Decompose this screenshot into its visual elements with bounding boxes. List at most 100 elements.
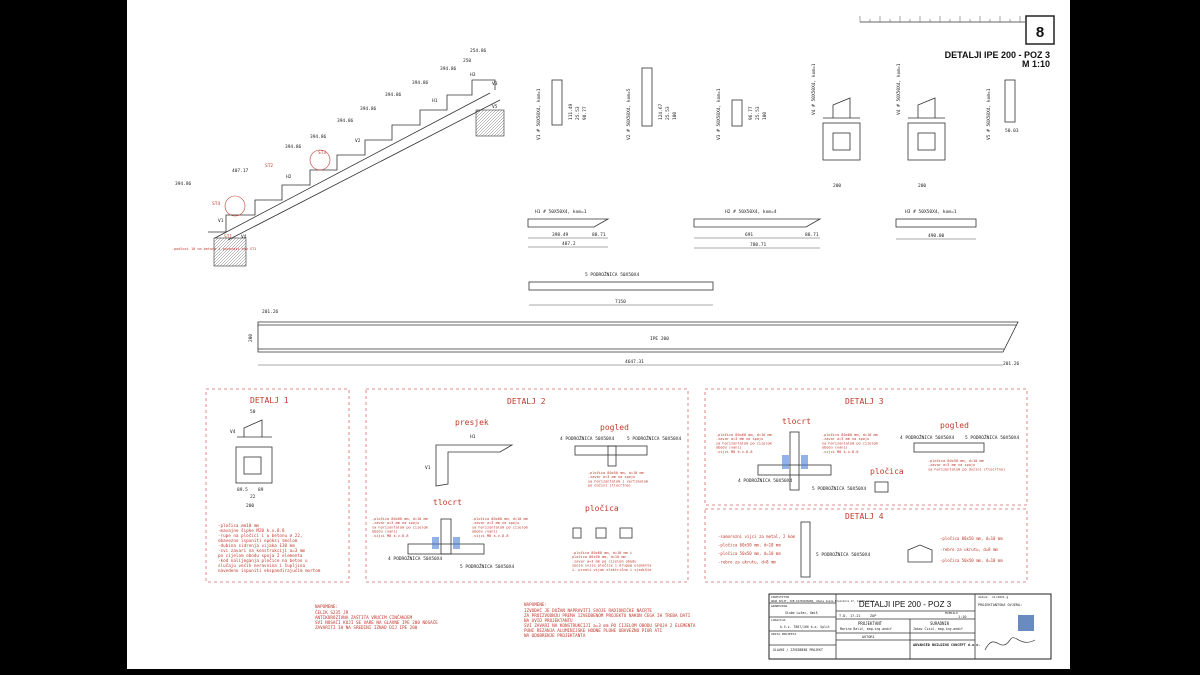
drawing-label: INVESTITOR xyxy=(771,595,789,599)
drawing-label: DETALJ 3 xyxy=(845,397,884,406)
detail-3: DETALJ 3 tlocrt 4 PODROŽNICA 50X50X4 5 P… xyxy=(704,388,1028,506)
drawing-label: VRSTA PROJEKTA xyxy=(771,632,796,636)
note-line: -dubina sidrenja vijaka 130 mm xyxy=(218,543,295,549)
drawing-label: 5 PODROŽNICA 50X50X4 xyxy=(585,270,639,278)
drawing-label: DETALJ 2 xyxy=(507,397,546,406)
drawing-label: ADVANCED BUILDING CONCEPT d.o.o. xyxy=(913,643,980,647)
drawing-label: 487.2 xyxy=(562,241,576,247)
drawing-label: 201.26 xyxy=(1003,361,1020,367)
note-line: i. prvoti vijak električno i sjedište xyxy=(572,568,651,572)
drawing-label: 5 PODROŽNICA 50X50X4 xyxy=(627,434,681,442)
drawing-label: H3 xyxy=(470,72,476,78)
drawing-label: 200 xyxy=(248,334,254,342)
sheet-title: DETALJI IPE 200 - POZ 3 xyxy=(945,50,1050,60)
note-line: slučaju većih neravnina i šupljina xyxy=(218,562,305,569)
drawing-label: 25.53 xyxy=(665,106,671,120)
signature xyxy=(984,637,1036,651)
drawing-label: 407.17 xyxy=(232,168,249,174)
drawing-label: V2 xyxy=(355,138,361,144)
drawing-label: ST1 xyxy=(224,234,232,240)
drawing-label: SURADNIK xyxy=(930,621,950,626)
drawing-label: H2 xyxy=(286,174,292,180)
drawing-label: T.D. xyxy=(839,614,847,618)
drawing-label: tlocrt xyxy=(782,417,811,426)
drawing-label: GRAD SPLIT, OIB 16760206686, Obala kneza… xyxy=(771,599,875,603)
drawing-label: 98.77 xyxy=(582,106,588,120)
note-line: -pločica ⌀m10 mm xyxy=(218,522,259,529)
drawing-label: 780.71 xyxy=(750,242,767,248)
drawing-label: V3 # 50X50X4, kom=1 xyxy=(716,88,722,140)
drawing-label: datum: xyxy=(978,595,989,599)
detail-4: DETALJ 4 5 PODROŽNICA 50X50X4 -samorezni… xyxy=(704,508,1028,583)
drawing-label: V4 # 50X50X4, kom=1 xyxy=(811,63,817,115)
note-line: -pločica 80x60 mm, d=10 mm xyxy=(372,517,428,521)
drawing-label: V4 # 50X50X4, kom=1 xyxy=(896,63,902,115)
drawing-label: V1 xyxy=(425,465,431,471)
note-line: sa horizontalom po cijelom xyxy=(716,441,772,445)
drawing-label: 100 xyxy=(762,112,768,120)
drawing-label: 394.86 xyxy=(360,106,377,112)
purlin-drawing: 5 PODROŽNICA 50X50X4 7150 xyxy=(528,270,714,306)
note-line: -mavajne šipke M20 k.v.8.8 xyxy=(218,527,285,534)
drawing-label: 250 xyxy=(463,58,471,64)
drawing-label: 4647.31 xyxy=(625,359,644,365)
drawing-label: 200 xyxy=(918,183,926,189)
drawing-label: 89.5 xyxy=(237,487,248,493)
drawing-label: H1 # 50X50X4, kom=1 xyxy=(535,209,587,215)
sheet-scale: M 1:10 xyxy=(1022,59,1050,69)
note-line: -kod nalijeganja pločice na beton u xyxy=(218,557,308,564)
drawing-label: 200 xyxy=(833,183,841,189)
drawing-label: 25.53 xyxy=(755,106,761,120)
note-line: sa horizontalom po dužini (tlocrtno) xyxy=(928,467,1005,471)
drawing-label: 490.00 xyxy=(928,233,945,239)
drawing-label: 5 PODROŽNICA 50X50X4 xyxy=(812,484,866,492)
note-line: -pločica 80x50 mm, d=10 mm xyxy=(588,471,644,475)
note-line: -vijci M8 k.v.8.8 xyxy=(472,534,508,538)
note-line: sa horizontalom i vertikalom xyxy=(588,479,648,483)
drawing-label: 22 xyxy=(250,494,256,500)
note-line: -svi zavari na konstrukciji a=3 mm xyxy=(218,548,305,554)
drawing-label: k.č.z. 7807/166 k.o. Split xyxy=(780,625,830,629)
drawing-sheet: 8 DETALJI IPE 200 - POZ 3 M 1:10 254.86 … xyxy=(127,0,1070,669)
drawing-label: pogled xyxy=(600,423,629,432)
drawing-label: 50.03 xyxy=(1005,128,1019,134)
drawing-label: 200 xyxy=(246,503,254,509)
drawing-label: Jakov Čizić, mag.ing.aedif xyxy=(913,626,963,631)
drawing-label: PROJEKTANTSKA OVJERA: xyxy=(978,603,1022,607)
drawing-label: 96.77 xyxy=(748,106,754,120)
drawing-label: ST2 xyxy=(265,163,273,169)
drawing-label: GRAĐEVINA xyxy=(771,604,787,608)
drawing-label: ZOP xyxy=(870,614,876,618)
note-line: -vijci M8 k.v.8.8 xyxy=(716,450,752,454)
drawing-label: ST3 xyxy=(318,150,326,156)
note-line: obodu (vani) xyxy=(716,446,742,450)
note-line: -zavar a=3 mm na spoju xyxy=(472,521,519,525)
drawing-label: 691 xyxy=(745,232,753,238)
foundation-block xyxy=(475,109,505,137)
drawing-label: pločica xyxy=(870,466,904,476)
note-line: -zavar a=3 mm na spoju xyxy=(588,475,635,479)
drawing-label: ST4 xyxy=(212,201,220,207)
note-line: -pločica 80x60 mm, d=10 mm xyxy=(822,433,878,437)
sheet-number-box xyxy=(1025,15,1055,45)
drawing-label: 394.86 xyxy=(285,144,302,150)
drawing-label: V1 xyxy=(218,218,224,224)
drawing-label: AUTORI xyxy=(862,635,875,639)
drawing-label: pogled xyxy=(940,421,969,430)
drawing-label: V2 # 50X50X4, kom=5 xyxy=(626,88,632,140)
drawing-label: 7150 xyxy=(615,299,626,305)
drawing-label: 88.71 xyxy=(592,232,606,238)
note-line: ZAVARITI IH NA SREDINI IZNAD DIJ IPE 200 xyxy=(315,625,418,631)
note-line: SVI NOSAČI KOJI SE VARE NA GLAVNE IPE 20… xyxy=(315,619,438,626)
drawing-label: 394.86 xyxy=(175,181,192,187)
note-line: PUNI REZANJA ALUMINIJSKE HODNE PLOHE OBA… xyxy=(524,628,663,634)
drawing-label: H1 xyxy=(470,434,476,440)
note-line: -pločica 80x50 mm, d=10 mm xyxy=(928,459,984,463)
note-line: obodu (vani) xyxy=(822,446,848,450)
drawing-label: PROJEKTANT xyxy=(858,621,883,626)
note-line: -pločica 80x60 mm, d=10 mm xyxy=(472,517,528,521)
drawing-label: 394.86 xyxy=(412,80,429,86)
drawing-label: 394.86 xyxy=(385,92,402,98)
drawing-label: 4 PODROŽNICA 50X50X4 xyxy=(560,434,614,442)
